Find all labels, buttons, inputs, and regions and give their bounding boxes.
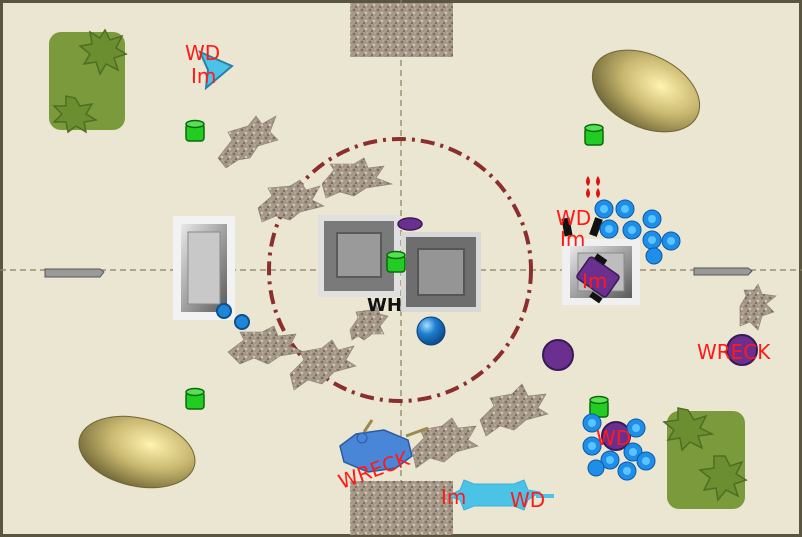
forest-bottom-right xyxy=(662,407,748,509)
rubble-zone-top xyxy=(350,3,453,57)
rubble-patch xyxy=(479,383,549,437)
barrel-icon xyxy=(386,250,406,273)
objective-circle xyxy=(267,137,533,403)
blue-swarm-top[interactable] xyxy=(594,199,681,265)
barrel-icon xyxy=(185,119,205,142)
rubble-patch xyxy=(257,179,325,223)
unit-status-label: WD xyxy=(185,41,220,65)
blue-small-token[interactable] xyxy=(216,303,232,319)
blood-drops-icon xyxy=(586,176,600,198)
unit-status-label: WD xyxy=(510,488,545,512)
cyan-arrow-unit[interactable] xyxy=(198,50,234,91)
unit-status-label: Im xyxy=(560,227,585,251)
building-center-left xyxy=(318,215,400,297)
cyan-vehicle[interactable] xyxy=(446,479,554,511)
purple-disc-marker[interactable] xyxy=(397,217,423,231)
rubble-patch xyxy=(349,303,389,341)
rubble-patch xyxy=(217,115,279,169)
hill-bottom-left xyxy=(78,415,196,489)
unit-status-label: Im xyxy=(582,269,607,293)
unit-status-label: WH xyxy=(367,295,402,316)
purple-token[interactable] xyxy=(542,339,574,371)
rubble-patch xyxy=(739,283,777,331)
building-left xyxy=(173,216,235,320)
unit-status-label: WD xyxy=(556,206,591,230)
unit-status-label: Im xyxy=(191,64,216,88)
rubble-patch xyxy=(321,157,394,199)
purple-vehicle[interactable] xyxy=(576,253,620,304)
unit-status-label: Im xyxy=(441,485,466,509)
forest-top-left xyxy=(49,28,128,134)
unit-status-label: WRECK xyxy=(697,340,771,364)
wall-left xyxy=(44,268,105,278)
blue-swarm-bottom[interactable] xyxy=(582,413,656,481)
black-vehicle-marker xyxy=(561,217,603,237)
rubble-patch xyxy=(289,339,357,391)
rubble-patch xyxy=(227,325,306,365)
rubble-zone-bottom xyxy=(350,481,453,535)
barrel-icon xyxy=(185,387,205,410)
hill-top-right xyxy=(591,49,701,133)
unit-status-label: WD xyxy=(596,426,631,450)
blue-small-token[interactable] xyxy=(234,314,250,330)
wall-right xyxy=(693,267,753,276)
building-center-right xyxy=(401,232,481,312)
blue-sphere-objective[interactable] xyxy=(416,316,446,346)
wrecked-vehicle[interactable] xyxy=(339,419,429,473)
barrel-icon xyxy=(584,123,604,146)
purple-token[interactable] xyxy=(726,334,758,366)
